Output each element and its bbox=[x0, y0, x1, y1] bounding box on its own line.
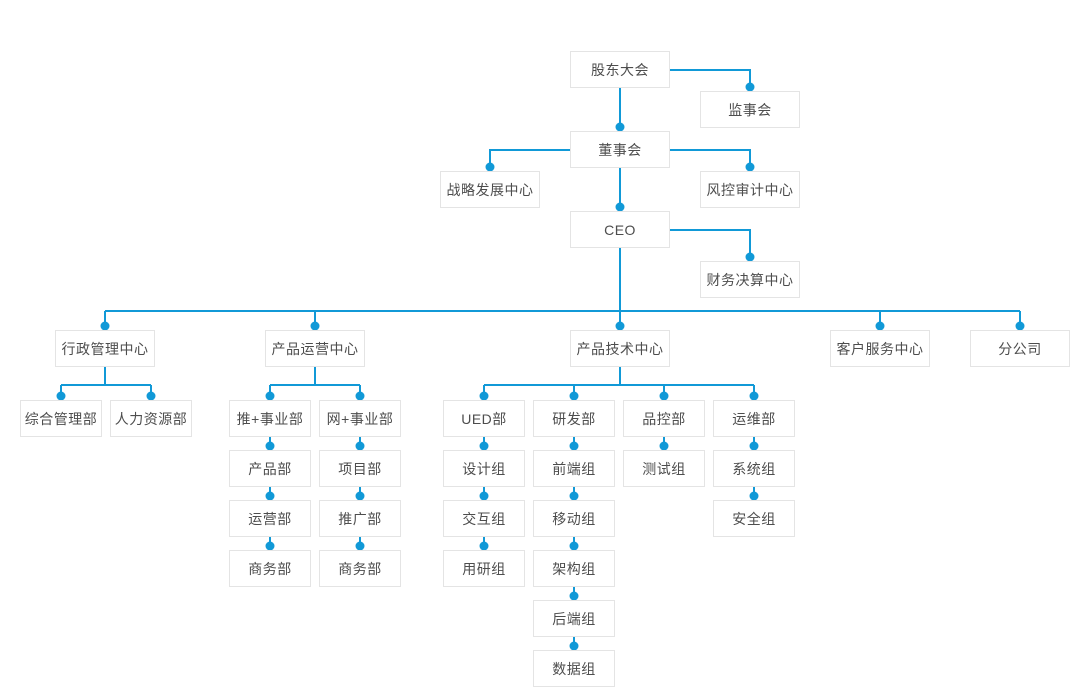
org-node-risk-audit-center[interactable]: 风控审计中心 bbox=[700, 171, 800, 208]
org-node-operation-dept[interactable]: 运营部 bbox=[229, 500, 311, 537]
connector-dot bbox=[659, 391, 669, 401]
connector-dot bbox=[355, 391, 365, 401]
connector-dot bbox=[355, 441, 365, 451]
connector-dot bbox=[355, 491, 365, 501]
connector-dot bbox=[265, 541, 275, 551]
org-node-testing-group[interactable]: 测试组 bbox=[623, 450, 705, 487]
org-node-ops-dept[interactable]: 运维部 bbox=[713, 400, 795, 437]
connector-dot bbox=[265, 441, 275, 451]
org-node-business-dept-1[interactable]: 商务部 bbox=[229, 550, 311, 587]
org-node-architecture-group[interactable]: 架构组 bbox=[533, 550, 615, 587]
connector-dot bbox=[745, 162, 755, 172]
org-node-backend-group[interactable]: 后端组 bbox=[533, 600, 615, 637]
org-node-shareholders-meeting[interactable]: 股东大会 bbox=[570, 51, 670, 88]
connector-dot bbox=[569, 541, 579, 551]
connector-dot bbox=[569, 441, 579, 451]
connector-dot bbox=[479, 491, 489, 501]
org-node-board-of-directors[interactable]: 董事会 bbox=[570, 131, 670, 168]
connector-dot bbox=[569, 491, 579, 501]
connector-dot bbox=[485, 162, 495, 172]
connector-dot bbox=[745, 82, 755, 92]
connector-dot bbox=[745, 252, 755, 262]
connector-dot bbox=[310, 321, 320, 331]
connector-dot bbox=[56, 391, 66, 401]
connector-dot bbox=[749, 491, 759, 501]
connector-dot bbox=[615, 122, 625, 132]
connector-dot bbox=[479, 541, 489, 551]
connector-dot bbox=[569, 641, 579, 651]
connector-line bbox=[670, 149, 751, 167]
org-node-system-group[interactable]: 系统组 bbox=[713, 450, 795, 487]
connector-dot bbox=[146, 391, 156, 401]
org-node-rnd-dept[interactable]: 研发部 bbox=[533, 400, 615, 437]
org-node-finance-center[interactable]: 财务决算中心 bbox=[700, 261, 800, 298]
org-node-promotion-dept[interactable]: 推广部 bbox=[319, 500, 401, 537]
org-node-user-research-group[interactable]: 用研组 bbox=[443, 550, 525, 587]
org-node-ceo[interactable]: CEO bbox=[570, 211, 670, 248]
org-node-ued-dept[interactable]: UED部 bbox=[443, 400, 525, 437]
connector-dot bbox=[1015, 321, 1025, 331]
org-node-wang-division[interactable]: 网+事业部 bbox=[319, 400, 401, 437]
org-node-supervisory-board[interactable]: 监事会 bbox=[700, 91, 800, 128]
connector-dot bbox=[569, 591, 579, 601]
org-node-business-dept-2[interactable]: 商务部 bbox=[319, 550, 401, 587]
org-node-hr-dept[interactable]: 人力资源部 bbox=[110, 400, 192, 437]
connector-dot bbox=[265, 391, 275, 401]
org-node-frontend-group[interactable]: 前端组 bbox=[533, 450, 615, 487]
connector-line bbox=[670, 69, 751, 87]
org-node-branch-company[interactable]: 分公司 bbox=[970, 330, 1070, 367]
connector-dot bbox=[749, 441, 759, 451]
org-node-data-group[interactable]: 数据组 bbox=[533, 650, 615, 687]
connector-dot bbox=[659, 441, 669, 451]
connector-dot bbox=[569, 391, 579, 401]
org-node-project-dept[interactable]: 项目部 bbox=[319, 450, 401, 487]
connector-dot bbox=[100, 321, 110, 331]
org-node-tui-division[interactable]: 推+事业部 bbox=[229, 400, 311, 437]
connector-line bbox=[670, 229, 751, 257]
org-node-admin-center[interactable]: 行政管理中心 bbox=[55, 330, 155, 367]
org-node-interaction-group[interactable]: 交互组 bbox=[443, 500, 525, 537]
connector-line bbox=[489, 149, 570, 167]
org-node-product-ops-center[interactable]: 产品运营中心 bbox=[265, 330, 365, 367]
org-node-general-mgmt-dept[interactable]: 综合管理部 bbox=[20, 400, 102, 437]
org-node-product-tech-center[interactable]: 产品技术中心 bbox=[570, 330, 670, 367]
connector-dot bbox=[479, 441, 489, 451]
org-node-product-dept[interactable]: 产品部 bbox=[229, 450, 311, 487]
connector-dot bbox=[355, 541, 365, 551]
connector-dot bbox=[479, 391, 489, 401]
connector-dot bbox=[265, 491, 275, 501]
org-node-mobile-group[interactable]: 移动组 bbox=[533, 500, 615, 537]
connector-dot bbox=[749, 391, 759, 401]
connector-dot bbox=[615, 321, 625, 331]
org-node-qc-dept[interactable]: 品控部 bbox=[623, 400, 705, 437]
connector-dot bbox=[875, 321, 885, 331]
org-node-design-group[interactable]: 设计组 bbox=[443, 450, 525, 487]
connector-dot bbox=[615, 202, 625, 212]
org-node-customer-service-center[interactable]: 客户服务中心 bbox=[830, 330, 930, 367]
org-node-strategy-center[interactable]: 战略发展中心 bbox=[440, 171, 540, 208]
org-node-security-group[interactable]: 安全组 bbox=[713, 500, 795, 537]
